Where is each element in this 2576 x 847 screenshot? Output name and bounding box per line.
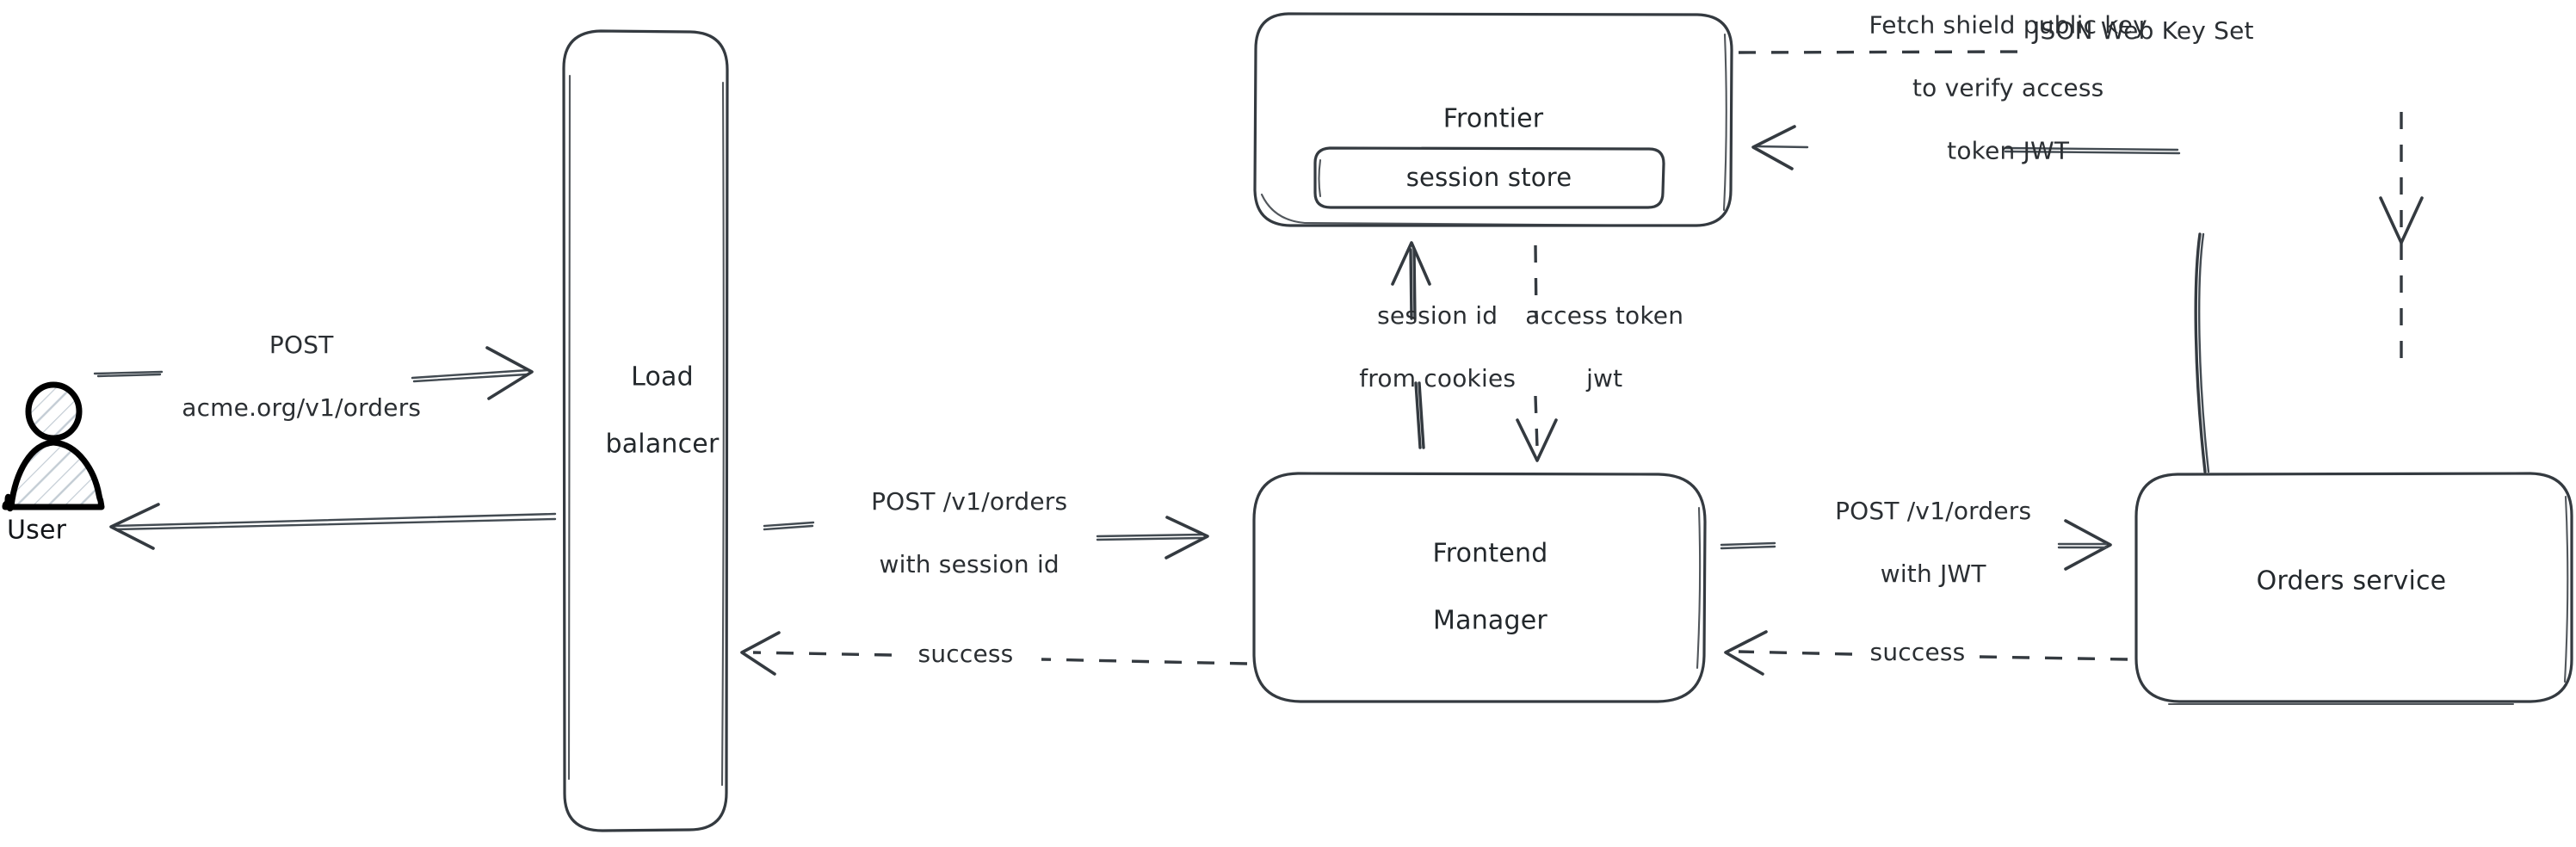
load-balancer-label-line2: balancer [605, 429, 720, 460]
edge-label-orders-to-frontier-line1: Fetch shield public key [1869, 11, 2147, 40]
edge-lb-to-user [109, 503, 557, 550]
edge-label-orders-to-frontier-line2: to verify access [1912, 73, 2104, 102]
load-balancer-label-line1: Load [631, 362, 694, 393]
edge-label-frontier-to-orders: JSON Web Key Set [2033, 15, 2254, 45]
edge-fm-to-orders [1720, 519, 2112, 571]
edge-label-user-to-lb: POST acme.org/v1/orders [151, 299, 421, 455]
orders-service-node[interactable] [2134, 472, 2573, 706]
edge-label-orders-to-frontier: Fetch shield public key to verify access… [1838, 0, 2147, 198]
edge-label-fm-to-orders-line1: POST /v1/orders [1835, 497, 2032, 526]
edge-label-lb-to-fm: POST /v1/orders with session id [840, 455, 1068, 612]
edge-orders-to-frontier [1751, 125, 2210, 473]
edge-label-user-to-lb-line1: POST [269, 331, 334, 360]
frontend-manager-label-line1: Frontend [1432, 538, 1548, 569]
edge-label-user-to-lb-line2: acme.org/v1/orders [182, 393, 422, 423]
person-icon [2, 381, 105, 512]
edge-label-lb-to-fm-line2: with session id [879, 550, 1059, 579]
edge-label-frontier-to-fm: access token jwt [1494, 269, 1683, 426]
frontend-manager-node[interactable] [1252, 472, 1707, 703]
session-store-node[interactable] [1313, 146, 1665, 209]
edge-fm-to-frontier [1391, 241, 1431, 449]
edge-fm-to-lb [740, 631, 1248, 676]
edge-frontier-to-fm [1516, 244, 1558, 462]
load-balancer-node[interactable] [562, 29, 729, 832]
edge-frontier-to-orders [1738, 50, 2424, 362]
edge-label-orders-to-frontier-line3: token JWT [1947, 136, 2070, 165]
edge-label-fm-to-orders: POST /v1/orders with JWT [1804, 465, 2032, 621]
user-label: User [7, 515, 67, 546]
edge-label-fm-to-orders-line2: with JWT [1880, 560, 1986, 589]
orders-service-label: Orders service [2256, 566, 2447, 597]
edge-label-fm-to-lb: success [917, 639, 1014, 668]
edge-label-orders-to-fm: success [1869, 637, 1966, 666]
edge-label-frontier-to-fm-line2: jwt [1586, 364, 1623, 393]
edge-label-fm-to-frontier-line1: session id [1377, 301, 1498, 331]
frontend-manager-label-line2: Manager [1433, 605, 1547, 636]
edge-lb-to-fm [763, 516, 1209, 560]
session-store-label: session store [1405, 163, 1572, 193]
frontier-label: Frontier [1442, 103, 1544, 134]
frontend-manager-label: Frontend Manager [1399, 504, 1548, 671]
edge-label-lb-to-fm-line1: POST /v1/orders [871, 487, 1068, 516]
edge-label-fm-to-frontier-line2: from cookies [1359, 364, 1517, 393]
edge-user-to-lb [93, 346, 534, 400]
frontier-node[interactable] [1253, 12, 1733, 227]
edge-label-fm-to-frontier: session id from cookies [1328, 269, 1516, 426]
edge-orders-to-fm [1724, 630, 2128, 676]
edge-label-frontier-to-fm-line1: access token [1525, 301, 1684, 331]
load-balancer-label: Load balancer [572, 327, 720, 495]
